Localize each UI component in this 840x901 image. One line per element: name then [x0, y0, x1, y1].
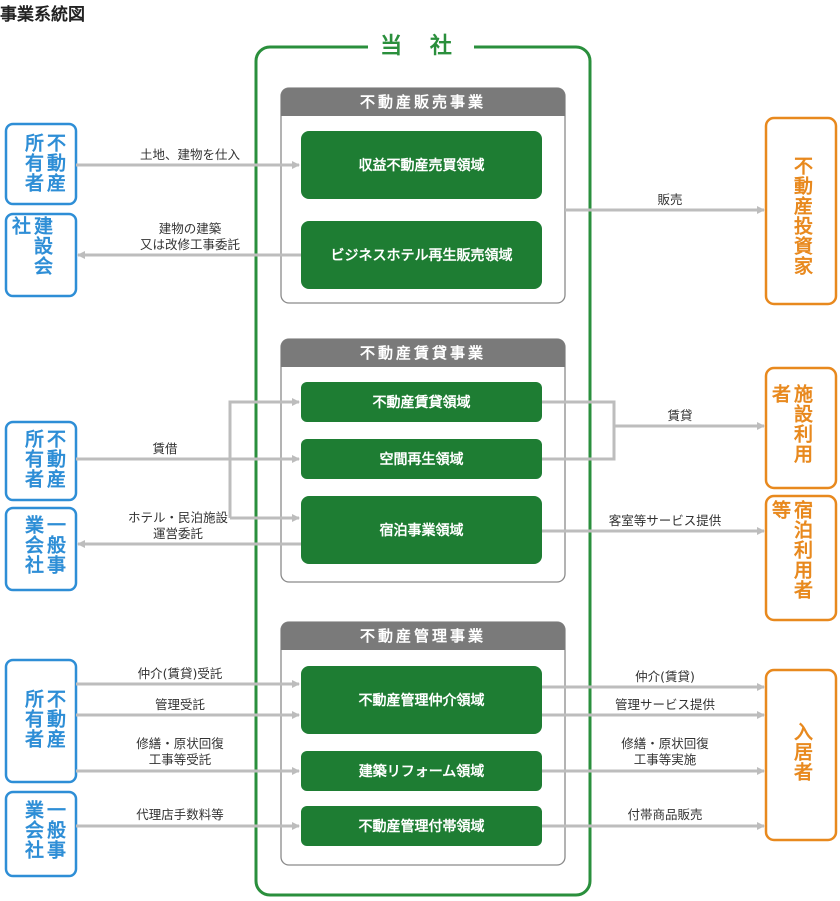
section-header-management — [281, 622, 565, 650]
arrow-lease-out-lower — [542, 426, 616, 461]
entity-owner-3: 不動産所有者 — [22, 689, 66, 749]
label-land-purchase: 土地、建物を仕入 — [139, 147, 240, 162]
label-agency-fee: 代理店手数料等 — [136, 807, 224, 822]
entity-box-investor — [764, 116, 838, 306]
label-ancillary: 付帯商品販売 — [627, 807, 703, 822]
entity-general-company-2: 一般事業会社 — [22, 800, 66, 860]
page-title: 事業系統図 — [0, 5, 85, 25]
section-header-leasing — [281, 339, 565, 367]
section-header-sales — [281, 88, 565, 116]
label-brokerage-out: 仲介(賃貸) — [635, 669, 695, 684]
arrow-leasing-bracket — [228, 398, 300, 518]
entity-box-general1 — [4, 506, 78, 592]
label-construction-2: 又は改修工事委託 — [139, 237, 240, 252]
entity-owner-1: 不動産所有者 — [22, 133, 66, 193]
entity-box-owner3 — [4, 658, 78, 784]
entity-box-tenant — [764, 668, 838, 842]
label-repair-out-1: 修繕・原状回復 — [621, 736, 709, 751]
entity-lodging-user: 宿泊利用者等 — [769, 500, 813, 600]
entity-box-general2 — [4, 790, 78, 878]
domain-box-4 — [301, 439, 542, 479]
label-repair-out-2: 工事等実施 — [633, 752, 697, 767]
domain-management-brokerage: 不動産管理仲介領域 — [358, 693, 485, 709]
domain-box-5 — [301, 496, 542, 564]
label-construction-1: 建物の建築 — [158, 221, 222, 236]
domain-box-3 — [301, 382, 542, 422]
entity-facility-user: 施設利用者 — [769, 384, 813, 464]
label-lease-out: 賃貸 — [667, 408, 693, 423]
domain-income-property-trading: 収益不動産売買領域 — [358, 158, 485, 174]
label-guest-service: 客室等サービス提供 — [608, 513, 722, 528]
company-label: 当 社 — [368, 32, 474, 62]
label-brokerage-in: 仲介(賃貸)受託 — [137, 666, 223, 681]
domain-space-revitalization: 空間再生領域 — [379, 452, 464, 468]
arrow-lease-out-upper — [542, 400, 616, 426]
domain-business-hotel: ビジネスホテル再生販売領域 — [330, 248, 513, 264]
entity-tenant: 入居者 — [791, 722, 813, 782]
label-mgmt-in: 管理受託 — [154, 697, 205, 712]
domain-box-2 — [301, 221, 542, 289]
entity-owner-2: 不動産所有者 — [22, 429, 66, 489]
label-repair-in-1: 修繕・原状回復 — [136, 736, 224, 751]
entity-box-owner2 — [4, 420, 78, 502]
domain-building-reform: 建築リフォーム領域 — [358, 764, 485, 780]
entity-general-company-1: 一般事業会社 — [22, 515, 66, 575]
entity-box-facility-user — [764, 366, 838, 490]
entity-investor: 不動産投資家 — [791, 156, 813, 276]
label-hotel-1: ホテル・民泊施設 — [127, 510, 228, 525]
entity-box-builder — [4, 212, 78, 298]
domain-box-8 — [301, 806, 542, 846]
label-hotel-2: 運営委託 — [152, 526, 203, 541]
domain-box-1 — [301, 131, 542, 199]
domain-lodging-business: 宿泊事業領域 — [379, 523, 464, 539]
domain-box-6 — [301, 666, 542, 734]
label-lease-in: 賃借 — [152, 441, 178, 456]
label-sale: 販売 — [657, 192, 683, 207]
section-title-sales: 不動産販売事業 — [359, 93, 486, 111]
label-repair-in-2: 工事等受託 — [148, 752, 212, 767]
label-mgmt-out: 管理サービス提供 — [614, 697, 715, 712]
entity-builder: 建設会社 — [9, 216, 53, 276]
domain-box-7 — [301, 751, 542, 791]
domain-real-estate-leasing: 不動産賃貸領域 — [372, 395, 471, 411]
section-title-leasing: 不動産賃貸事業 — [359, 344, 486, 362]
section-title-management: 不動産管理事業 — [359, 627, 486, 645]
entity-box-lodging-user — [764, 494, 838, 622]
domain-management-ancillary: 不動産管理付帯領域 — [358, 819, 485, 835]
